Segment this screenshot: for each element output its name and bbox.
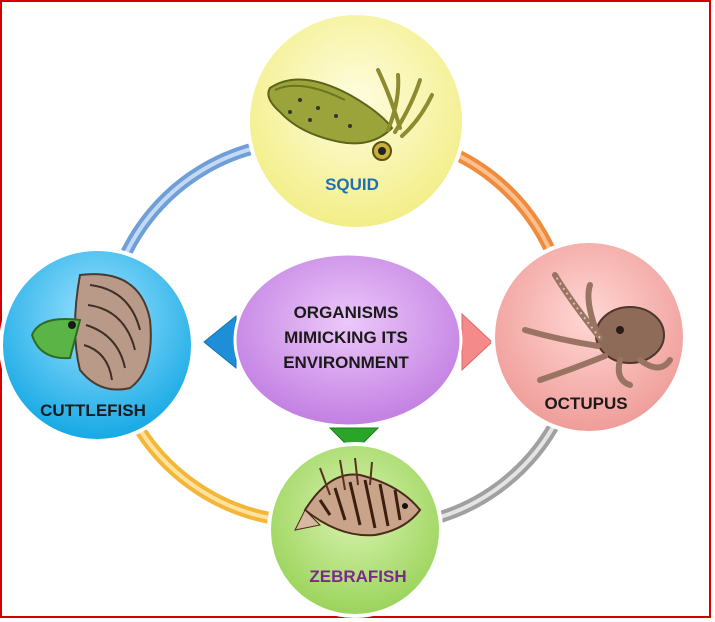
center-node <box>233 252 463 428</box>
center-line-1: ORGANISMS <box>294 303 399 322</box>
octupus-label: OCTUPUS <box>544 394 627 413</box>
ring-arc-bottom-left-highlight <box>138 428 284 522</box>
node-cuttlefish: CUTTLEFISH <box>0 247 195 443</box>
cuttlefish-label: CUTTLEFISH <box>40 401 146 420</box>
zebrafish-icon <box>294 457 422 537</box>
node-zebrafish: ZEBRAFISH <box>267 442 443 618</box>
center-line-2: MIMICKING ITS <box>284 328 408 347</box>
squid-icon <box>267 68 434 161</box>
node-squid: SQUID <box>246 11 466 231</box>
node-octupus: OCTUPUS <box>491 239 687 435</box>
center-line-3: ENVIRONMENT <box>283 353 409 372</box>
zebrafish-label: ZEBRAFISH <box>309 567 406 586</box>
ring-arc-bottom-left <box>134 424 288 526</box>
cuttlefish-icon <box>30 273 152 391</box>
squid-label: SQUID <box>325 175 379 194</box>
arrow-right <box>461 312 493 372</box>
ring-arc-bottom-right <box>424 412 564 526</box>
arrow-left <box>203 314 237 370</box>
ring-arc-bottom-right-highlight <box>428 416 560 522</box>
arrow-down <box>328 427 380 453</box>
octopus-icon <box>522 272 673 388</box>
